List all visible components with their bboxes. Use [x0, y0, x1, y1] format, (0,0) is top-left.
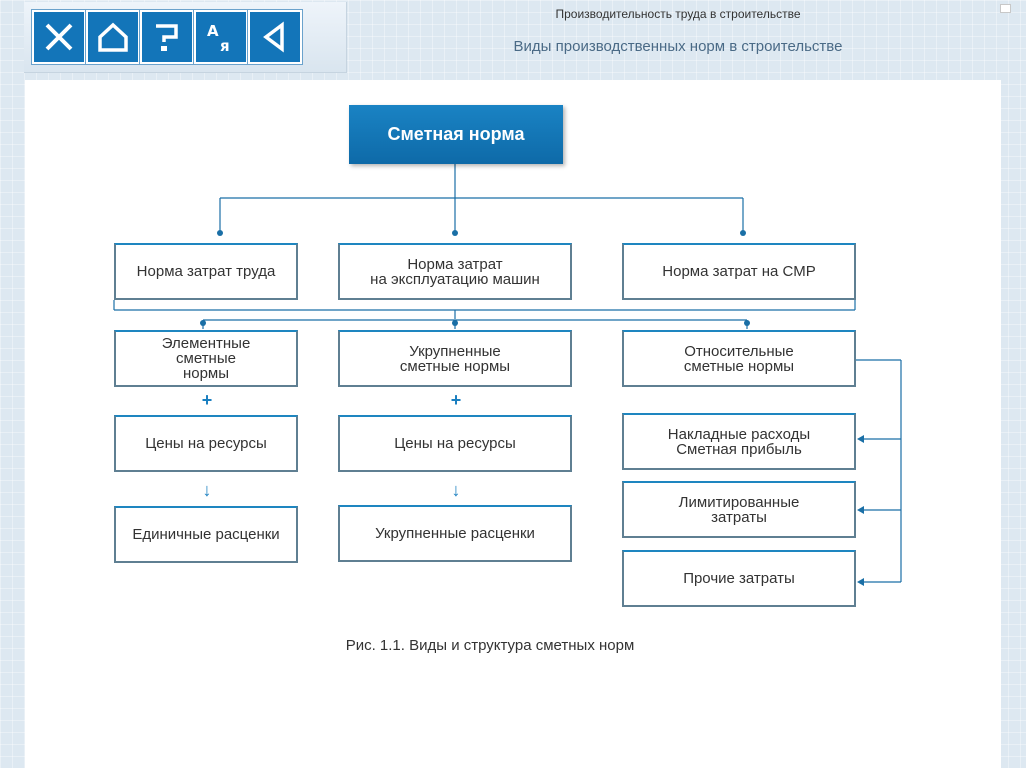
home-icon	[98, 22, 128, 52]
figure-caption: Рис. 1.1. Виды и структура сметных норм	[345, 637, 635, 654]
svg-text:я: я	[220, 37, 230, 54]
root-norm-box: Сметная норма	[349, 105, 563, 164]
machine-norm-box: Норма затрат на эксплуатацию машин	[338, 243, 572, 300]
glossary-button[interactable]: A я	[194, 10, 248, 64]
resource-prices-box: Цены на ресурсы	[338, 415, 572, 472]
window-corner-button[interactable]	[1000, 4, 1011, 13]
plus-sign: +	[201, 390, 213, 410]
header-title: Производительность труда в строительстве	[555, 7, 801, 21]
arrow-down-icon: ↓	[202, 480, 212, 500]
svg-text:A: A	[207, 22, 219, 40]
unit-rates-box: Единичные расценки	[114, 506, 298, 563]
smr-norm-box: Норма затрат на СМР	[622, 243, 856, 300]
labor-norm-box: Норма затрат труда	[114, 243, 298, 300]
header-subtitle: Виды производственных норм в строительст…	[513, 38, 843, 55]
resource-prices-box: Цены на ресурсы	[114, 415, 298, 472]
relative-norms-box: Относительные сметные нормы	[622, 330, 856, 387]
back-icon	[263, 21, 284, 53]
help-button[interactable]	[140, 10, 194, 64]
overhead-profit-box: Накладные расходы Сметная прибыль	[622, 413, 856, 470]
home-button[interactable]	[86, 10, 140, 64]
limited-costs-box: Лимитированные затраты	[622, 481, 856, 538]
back-button[interactable]	[248, 10, 302, 64]
glossary-icon: A я	[207, 22, 230, 54]
arrow-down-icon: ↓	[451, 480, 461, 500]
close-icon	[45, 23, 73, 51]
enlarged-rates-box: Укрупненные расценки	[338, 505, 572, 562]
content-panel: Сметная норма Норма затрат труда Норма з…	[25, 80, 1001, 768]
plus-sign: +	[450, 390, 462, 410]
other-costs-box: Прочие затраты	[622, 550, 856, 607]
diagram-connectors	[113, 164, 902, 586]
help-icon	[156, 24, 178, 51]
enlarged-norms-box: Укрупненные сметные нормы	[338, 330, 572, 387]
toolbar: A я	[24, 2, 347, 73]
close-button[interactable]	[32, 10, 86, 64]
elemental-norms-box: Элементные сметные нормы	[114, 330, 298, 387]
